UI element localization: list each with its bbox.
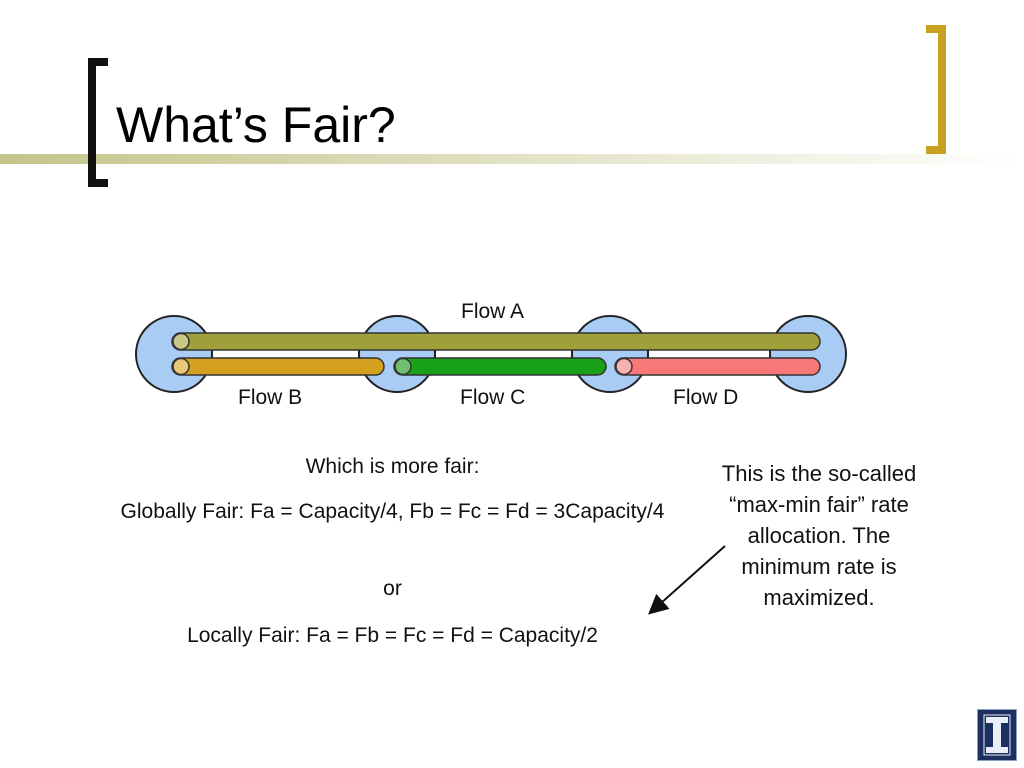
right-bracket: [926, 25, 946, 154]
or-text: or: [383, 577, 402, 600]
flow-d-endcap: [615, 357, 633, 376]
flow-b-endcap: [172, 357, 190, 376]
max-min-callout: This is the so-called “max-min fair” rat…: [721, 461, 917, 610]
flow-d-pipe: [614, 357, 821, 376]
left-bracket: [88, 58, 108, 187]
flow-a-pipe: [171, 332, 821, 351]
node-2: [358, 315, 436, 393]
flow-c-label: Flow C: [460, 386, 526, 409]
page-title: What’s Fair?: [116, 97, 396, 153]
flow-d-label: Flow D: [673, 386, 739, 409]
flow-b-label: Flow B: [238, 386, 303, 409]
node-3: [571, 315, 649, 393]
locally-fair-text: Locally Fair: Fa = Fb = Fc = Fd = Capaci…: [187, 624, 598, 647]
globally-fair-text: Globally Fair: Fa = Capacity/4, Fb = Fc …: [120, 500, 665, 523]
flow-c-endcap: [394, 357, 412, 376]
node-1: [135, 315, 213, 393]
question-text: Which is more fair:: [305, 455, 480, 478]
flow-b-pipe: [171, 357, 385, 376]
flow-a-label: Flow A: [461, 300, 525, 323]
flow-a-endcap: [172, 332, 190, 351]
title-underline-rule: [0, 154, 1024, 164]
university-logo-icon: [977, 709, 1017, 761]
flow-c-pipe: [393, 357, 607, 376]
node-4: [769, 315, 847, 393]
